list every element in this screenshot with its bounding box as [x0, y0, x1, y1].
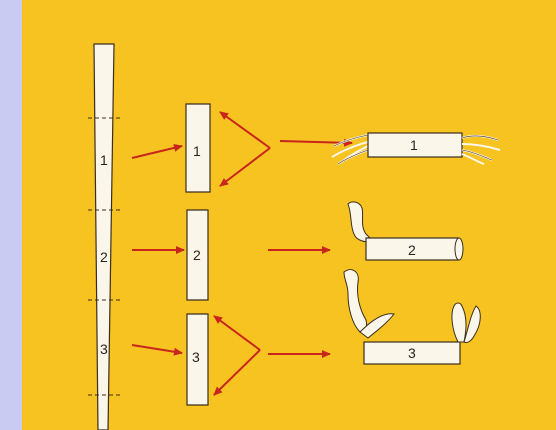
piece-2-label: 2: [193, 247, 201, 263]
strip-section-3-label: 3: [100, 341, 108, 357]
strip-section-1-label: 1: [100, 152, 108, 168]
cut-piece-3: 3: [187, 314, 208, 405]
piece-3-label: 3: [192, 349, 200, 365]
result-1-label: 1: [410, 137, 418, 153]
tape-strip-diagram: 1 2 3 1 2 3: [22, 0, 556, 430]
strip-section-2-label: 2: [100, 249, 108, 265]
cut-piece-2: 2: [187, 210, 208, 300]
result-2-label: 2: [408, 242, 416, 258]
cut-piece-1: 1: [186, 104, 210, 192]
result-3-label: 3: [408, 345, 416, 361]
piece-1-label: 1: [193, 143, 201, 159]
